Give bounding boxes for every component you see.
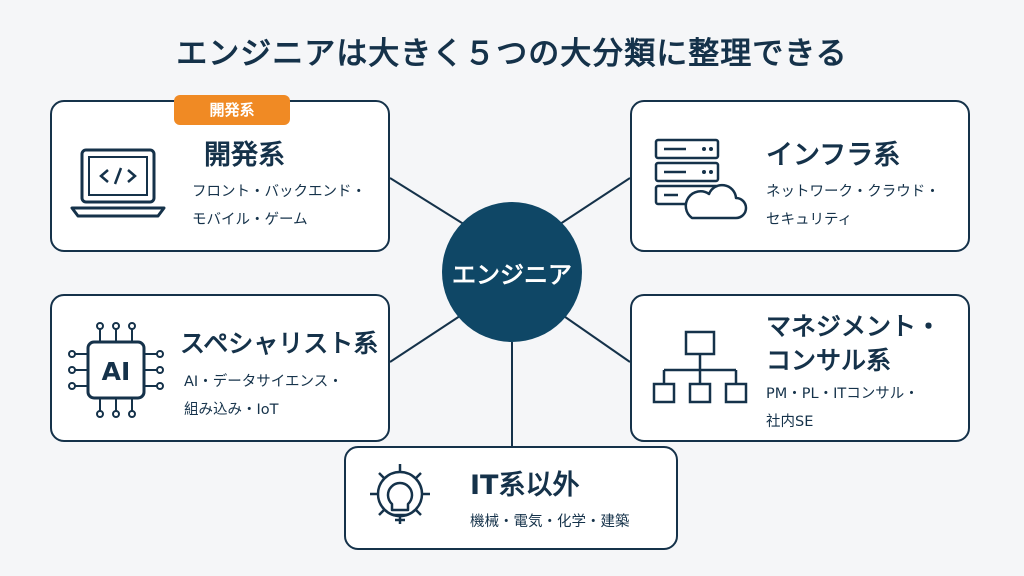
- category-title-management: マネジメント・ コンサル系: [766, 312, 942, 375]
- ai-chip-label: AI: [102, 357, 131, 386]
- connector-management: [557, 311, 631, 363]
- hub-circle: エンジニア: [442, 202, 582, 342]
- hub-label: エンジニア: [452, 260, 572, 289]
- category-card-specialist: AI スペシャリスト系 AI・データサイエンス・ 組み込み・IoT: [50, 294, 390, 442]
- server-cloud-icon: [654, 138, 748, 220]
- category-desc-non-it: 機械・電気・化学・建築: [470, 514, 630, 530]
- category-title-specialist: スペシャリスト系: [180, 329, 379, 358]
- connector-dev: [389, 177, 471, 229]
- category-title-infra: インフラ系: [766, 140, 901, 171]
- category-desc-dev: フロント・バックエンド・ モバイル・ゲーム: [192, 184, 366, 228]
- category-title-non-it: IT系以外: [470, 470, 580, 501]
- connector-infra: [553, 177, 631, 229]
- page-title: エンジニアは大きく５つの大分類に整理できる: [176, 36, 848, 72]
- category-card-non-it: IT系以外 機械・電気・化学・建築: [344, 446, 678, 550]
- category-desc-infra: ネットワーク・クラウド・ セキュリティ: [766, 184, 940, 228]
- category-card-infra: インフラ系 ネットワーク・クラウド・ セキュリティ: [630, 100, 970, 252]
- category-desc-specialist: AI・データサイエンス・ 組み込み・IoT: [184, 374, 343, 418]
- category-title-dev: 開発系: [204, 140, 285, 171]
- category-desc-management: PM・PL・ITコンサル・ 社内SE: [766, 386, 919, 430]
- connector-specialist: [389, 311, 467, 363]
- category-badge: 開発系: [174, 95, 290, 125]
- category-card-management: マネジメント・ コンサル系 PM・PL・ITコンサル・ 社内SE: [630, 294, 970, 442]
- laptop-code-icon: [70, 148, 166, 218]
- ai-chip-icon: AI: [68, 322, 164, 418]
- org-chart-icon: [652, 330, 748, 404]
- gear-lightbulb-icon: [370, 464, 430, 524]
